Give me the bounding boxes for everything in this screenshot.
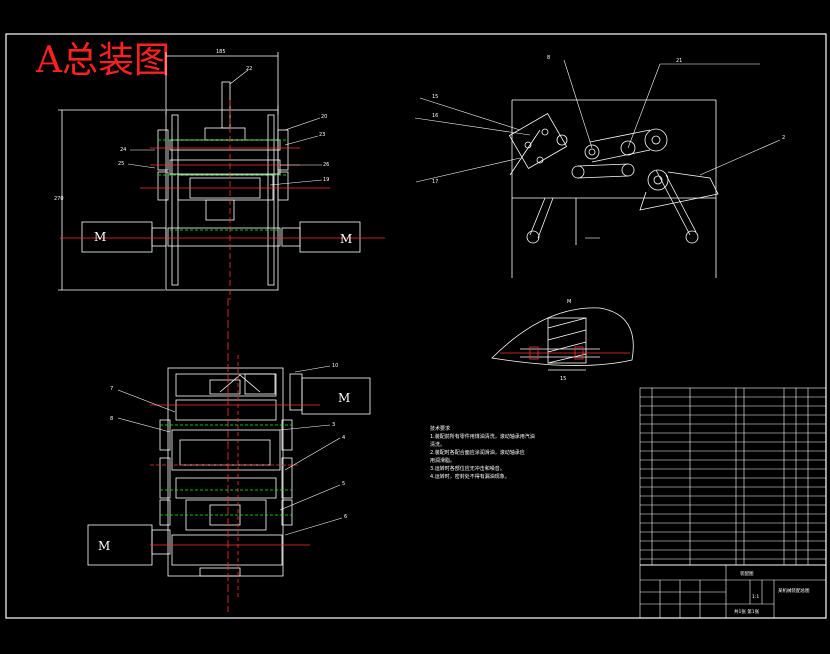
- plan-callout-10: 10: [332, 363, 338, 369]
- detail-red-marks: [500, 346, 630, 360]
- plan-view-red-marks: [150, 298, 320, 612]
- side-callout-15: 15: [432, 94, 438, 100]
- drawing-title: A总装图: [35, 40, 170, 81]
- callout-25: 25: [118, 161, 124, 167]
- side-callout-8: 8: [547, 55, 550, 61]
- detail-dim: 15: [560, 376, 566, 382]
- plan-view-green-marks: [160, 424, 292, 516]
- plan-motor-left-label: M: [98, 539, 110, 553]
- front-motor-right-label: M: [340, 232, 352, 246]
- note-line-4: 用润滑脂。: [430, 457, 455, 464]
- plan-callout-8: 8: [110, 416, 113, 422]
- detail-label: M: [567, 299, 571, 305]
- side-view: [508, 99, 719, 278]
- callout-23: 23: [319, 132, 325, 138]
- title-block-scale: 1:1: [752, 594, 759, 600]
- note-line-2: 清洗。: [430, 441, 445, 448]
- note-line-6: 4.运转时，密封处不得有漏油现象。: [430, 473, 510, 480]
- note-line-0: 技术要求: [430, 425, 450, 432]
- plan-callout-3: 3: [332, 422, 335, 428]
- side-callout-21: 21: [676, 58, 682, 64]
- front-view: [58, 52, 361, 291]
- callout-22: 22: [246, 66, 252, 72]
- side-callout-17: 17: [432, 179, 438, 185]
- plan-callout-4: 4: [342, 435, 345, 441]
- plan-view-leaders: [117, 365, 343, 536]
- plan-callout-5: 5: [342, 481, 345, 487]
- dim-top-label: 185: [216, 49, 226, 55]
- callout-19: 19: [323, 177, 329, 183]
- parts-list-table: [639, 387, 827, 619]
- title-block-sheet: 共1张 第1张: [734, 608, 760, 615]
- title-block-name: 某机械装配总图: [778, 587, 810, 594]
- side-callout-2: 2: [782, 135, 785, 141]
- front-view-red-marks: [60, 100, 385, 300]
- plan-callout-7: 7: [110, 386, 113, 392]
- note-line-5: 3.运转时各部位应无冲击和噪音。: [430, 465, 505, 472]
- plan-motor-right-label: M: [338, 391, 350, 405]
- dim-side-label: 270: [54, 196, 64, 202]
- front-view-leaders: [127, 69, 323, 186]
- callout-24: 24: [120, 147, 126, 153]
- callout-26: 26: [323, 162, 329, 168]
- front-motor-left-label: M: [94, 230, 106, 244]
- title-block-assembly: 装配图: [740, 570, 754, 577]
- side-view-leaders: [414, 59, 781, 239]
- plan-callout-6: 6: [344, 514, 347, 520]
- detail-view: [491, 307, 634, 371]
- callout-20: 20: [321, 114, 327, 120]
- drawing-border: [5, 33, 827, 619]
- note-line-3: 2.装配时各配合面应涂润滑油，滚动轴承应: [430, 449, 525, 456]
- front-view-green-marks: [158, 139, 288, 231]
- side-callout-16: 16: [432, 113, 438, 119]
- note-line-1: 1.装配前所有零件用煤油清洗，滚动轴承用汽油: [430, 433, 535, 440]
- technical-notes: 技术要求 1.装配前所有零件用煤油清洗，滚动轴承用汽油 清洗。 2.装配时各配合…: [430, 425, 535, 480]
